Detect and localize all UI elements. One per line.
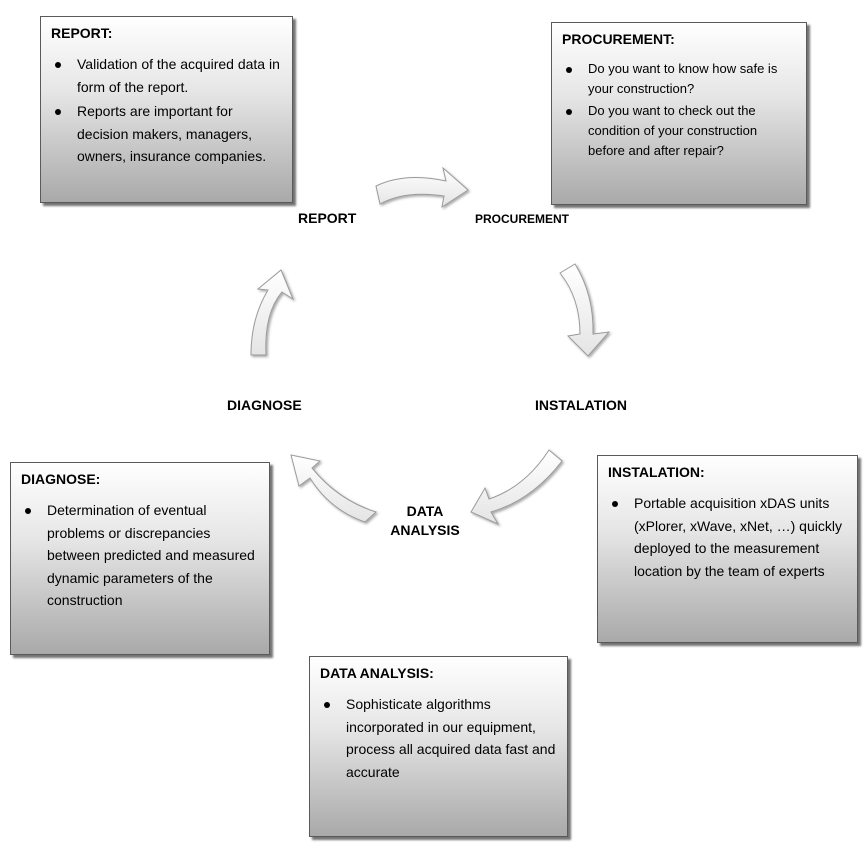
instalation-item-1: Portable acquisition xDAS units (xPlorer… <box>608 492 847 582</box>
stage-instalation-label: INSTALATION <box>535 397 628 413</box>
stage-procurement-label: PROCUREMENT <box>475 212 570 226</box>
procurement-box-list: Do you want to know how safe is your con… <box>562 59 796 161</box>
report-item-1: Validation of the acquired data in form … <box>51 53 282 98</box>
procurement-box: PROCUREMENT: Do you want to know how saf… <box>551 22 807 205</box>
data-analysis-item-1: Sophisticate algorithms incorporated in … <box>320 693 557 783</box>
arrow-data-analysis-to-diagnose <box>290 454 377 523</box>
instalation-box-title: INSTALATION: <box>608 464 705 480</box>
stage-data-analysis-line2: ANALYSIS <box>390 522 460 538</box>
report-box-title: REPORT: <box>51 25 113 41</box>
procurement-item-1: Do you want to know how safe is your con… <box>562 59 796 99</box>
arrow-diagnose-to-report <box>250 269 295 356</box>
instalation-box-list: Portable acquisition xDAS units (xPlorer… <box>608 492 847 582</box>
report-box: REPORT: Validation of the acquired data … <box>40 16 293 203</box>
arrow-report-to-procurement <box>375 166 469 209</box>
stage-diagnose-label: DIAGNOSE <box>227 397 302 413</box>
diagnose-box-title: DIAGNOSE: <box>21 471 101 487</box>
stage-data-analysis-label: DATA ANALYSIS <box>385 502 465 540</box>
diagnose-box-list: Determination of eventual problems or di… <box>21 499 259 612</box>
report-box-list: Validation of the acquired data in form … <box>51 53 282 168</box>
arrow-instalation-to-data-analysis <box>470 449 563 526</box>
data-analysis-box-list: Sophisticate algorithms incorporated in … <box>320 693 557 783</box>
stage-data-analysis-line1: DATA <box>406 503 444 519</box>
diagnose-item-1: Determination of eventual problems or di… <box>21 499 259 612</box>
data-analysis-box-title: DATA ANALYSIS: <box>320 665 434 681</box>
stage-report-label: REPORT <box>298 210 357 226</box>
data-analysis-box: DATA ANALYSIS: Sophisticate algorithms i… <box>309 656 568 837</box>
report-item-2: Reports are important for decision maker… <box>51 100 282 168</box>
diagnose-box: DIAGNOSE: Determination of eventual prob… <box>10 462 270 655</box>
procurement-item-2: Do you want to check out the condition o… <box>562 101 796 161</box>
instalation-box: INSTALATION: Portable acquisition xDAS u… <box>597 455 858 643</box>
arrow-procurement-to-instalation <box>559 263 611 357</box>
procurement-box-title: PROCUREMENT: <box>562 31 675 47</box>
